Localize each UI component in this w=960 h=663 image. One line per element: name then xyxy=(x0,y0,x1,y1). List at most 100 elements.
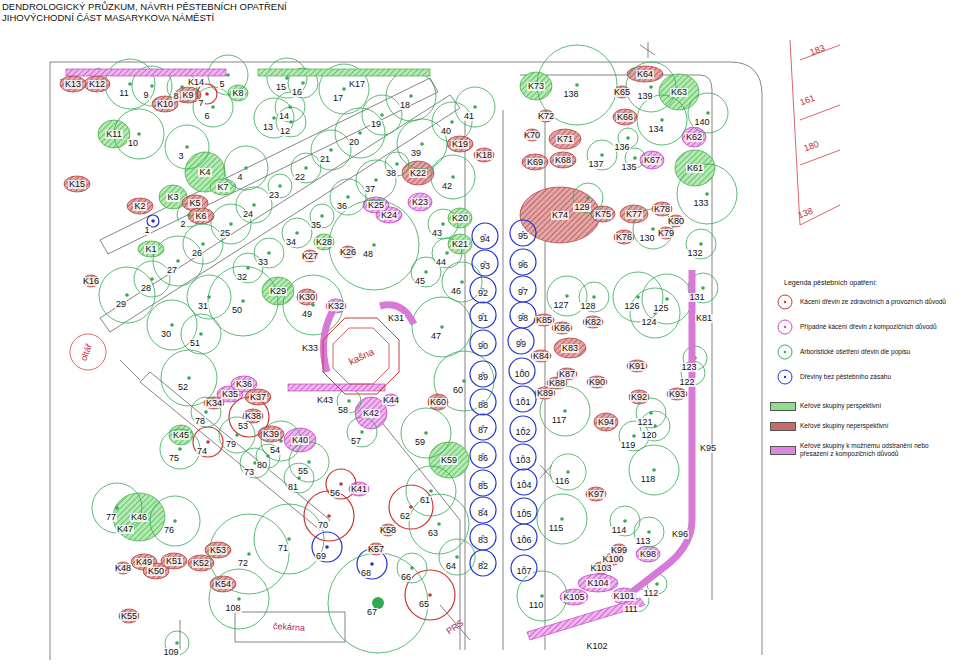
tree-number: 104 xyxy=(515,481,532,490)
tree-crown xyxy=(634,517,664,547)
path-edge xyxy=(180,620,181,650)
path-edge xyxy=(120,360,140,380)
tree-trunk xyxy=(266,454,270,458)
tree-crown xyxy=(165,125,209,169)
shrub-label: K98 xyxy=(639,550,657,559)
shrub-group xyxy=(402,161,434,185)
tree-trunk xyxy=(346,195,350,199)
tree-number: 45 xyxy=(414,277,426,286)
tree-trunk xyxy=(592,295,596,299)
tree-number: 91 xyxy=(477,314,489,323)
shrub-label: K83 xyxy=(561,344,579,353)
shrub-label: K43 xyxy=(316,396,334,405)
tree-number: 17 xyxy=(332,94,344,103)
shrub-group xyxy=(447,136,473,152)
tree-number: 101 xyxy=(514,398,531,407)
altar-outline xyxy=(70,334,106,370)
tree-number: 116 xyxy=(554,477,570,486)
tree-crown xyxy=(470,330,496,356)
shrub-label: K100 xyxy=(601,555,624,564)
tree-trunk xyxy=(445,251,449,255)
tree-number: 111 xyxy=(623,605,639,614)
tree-number: 55 xyxy=(297,467,309,476)
tree-trunk xyxy=(665,297,669,301)
tree-number: 123 xyxy=(680,363,697,372)
shrub-label: K20 xyxy=(451,214,469,223)
shrub-label: K26 xyxy=(339,248,357,257)
legend-text: Keřové skupiny neperspektivní xyxy=(800,422,889,430)
tree-crown xyxy=(677,164,737,224)
tree-crown xyxy=(510,444,536,470)
tree-number: 112 xyxy=(643,589,659,598)
shrub-label: K86 xyxy=(553,324,571,333)
shrub-label: K93 xyxy=(668,390,686,399)
tree-trunk xyxy=(347,399,351,403)
tree-crown xyxy=(432,102,472,142)
tree-number: 75 xyxy=(168,454,180,463)
shrub-label: K74 xyxy=(551,211,569,220)
tree-number: 48 xyxy=(362,250,374,259)
shrub-label: K65 xyxy=(613,88,631,97)
tree-number: 76 xyxy=(163,526,175,535)
tree-trunk xyxy=(424,431,428,435)
tree-trunk xyxy=(632,434,636,438)
tree-number: 106 xyxy=(515,536,532,545)
legend-circle xyxy=(778,370,792,384)
tree-crown xyxy=(409,494,469,554)
tree-number: 94 xyxy=(479,235,491,244)
tree-trunk xyxy=(267,251,271,255)
shrub-group xyxy=(629,390,649,404)
tree-number: 72 xyxy=(237,559,249,568)
shrub-label: K55 xyxy=(120,612,138,621)
tree-trunk xyxy=(440,325,444,329)
tree-number: 31 xyxy=(197,302,209,311)
legend-text: Arboristické ošetření dřevin dle popisu xyxy=(800,348,910,356)
legend-text: Dřeviny bez pěstebního zásahu xyxy=(800,373,891,381)
tree-number: 95 xyxy=(517,232,529,241)
shrub-label: K34 xyxy=(205,399,223,408)
tree-trunk xyxy=(451,175,455,179)
shrub-label: K59 xyxy=(440,456,458,465)
shrub-bars xyxy=(66,69,692,640)
map-title: DENDROLOGICKÝ PRŮZKUM, NÁVRH PĚSTEBNÍCH … xyxy=(2,2,322,24)
shrub-group xyxy=(535,387,555,399)
tree-number: 36 xyxy=(336,202,348,211)
shrub-label: K66 xyxy=(616,113,634,122)
tree-number: 135 xyxy=(620,163,637,172)
tree-number: 90 xyxy=(477,342,489,351)
tree-number: 109 xyxy=(162,648,179,657)
tree-trunk xyxy=(226,73,230,77)
tree-trunk xyxy=(429,489,433,493)
tree-number: 100 xyxy=(513,370,530,379)
shrub-group xyxy=(245,389,271,405)
shrub-label: K87 xyxy=(558,370,576,379)
tree-trunk xyxy=(125,293,129,297)
shrub-label: K31 xyxy=(387,314,405,323)
shrub-label: K96 xyxy=(671,530,689,539)
tree-crown xyxy=(328,553,428,653)
tree-trunk xyxy=(441,222,445,226)
shrub-group xyxy=(554,338,586,358)
shrub-label: K32 xyxy=(327,302,345,311)
shrub-group xyxy=(119,609,139,623)
tree-crown xyxy=(224,146,268,190)
tree-trunk xyxy=(370,562,374,566)
shrub-label: K97 xyxy=(587,490,605,499)
tree-crown xyxy=(236,187,272,223)
shrub-group xyxy=(429,442,469,478)
legend-dot xyxy=(784,301,786,303)
shrub-label: K85 xyxy=(535,316,553,325)
tree-trunk xyxy=(151,219,155,223)
legend-dot xyxy=(784,376,786,378)
shrub-group xyxy=(534,314,554,326)
tree-crown xyxy=(472,250,498,276)
tree-number: 83 xyxy=(477,536,489,545)
shrub-group xyxy=(675,150,715,186)
tree-crown xyxy=(537,45,617,125)
tree-number: 125 xyxy=(652,304,669,313)
tree-number: 85 xyxy=(477,482,489,491)
tree-number: 122 xyxy=(678,378,695,387)
tree-trunk xyxy=(320,214,324,218)
tree-number: 77 xyxy=(105,513,117,522)
survey-mark xyxy=(640,42,655,58)
